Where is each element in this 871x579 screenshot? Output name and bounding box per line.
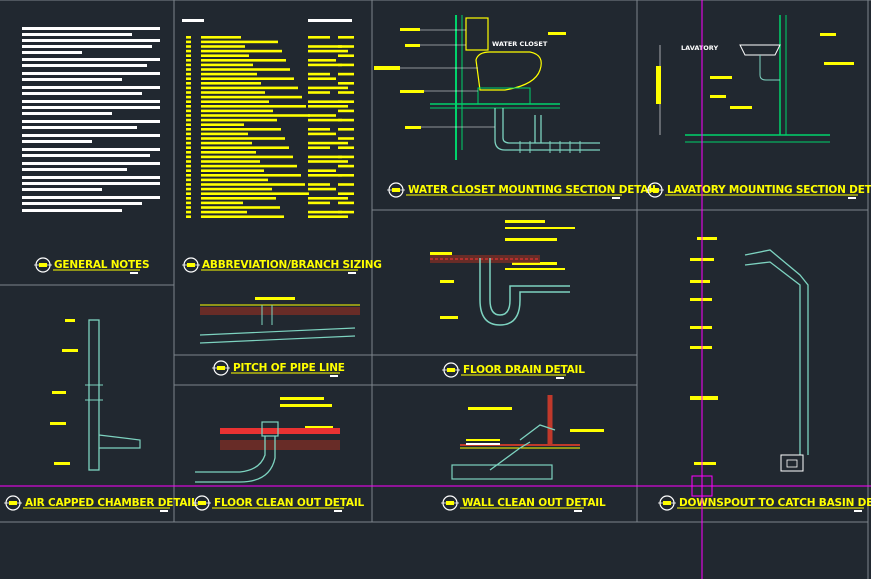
title-marker-general-notes [34, 257, 140, 274]
title-general-notes: GENERAL NOTES [54, 259, 149, 271]
title-marker-water-closet [387, 182, 622, 199]
title-floor-drain: FLOOR DRAIN DETAIL [463, 364, 585, 376]
title-marker-pitch [212, 360, 340, 377]
abbreviation-table [182, 19, 354, 218]
title-marker-floor-drain [442, 362, 566, 379]
title-marker-wall-clean [441, 495, 584, 512]
title-pitch-of-pipe: PITCH OF PIPE LINE [233, 362, 345, 374]
water-closet-tag: WATER CLOSET [492, 40, 548, 48]
water-closet-detail: WATER CLOSET [374, 15, 600, 160]
title-lavatory: LAVATORY MOUNTING SECTION DETAIL [667, 184, 871, 196]
wall-clean-out-detail [451, 395, 604, 480]
lavatory-detail: LAVATORY [656, 15, 854, 143]
title-abbreviation: ABBREVIATION/BRANCH SIZING [202, 259, 382, 271]
title-wall-clean-out: WALL CLEAN OUT DETAIL [462, 497, 606, 509]
title-downspout: DOWNSPOUT TO CATCH BASIN DETAIL [679, 497, 871, 509]
floor-clean-out-detail [195, 397, 340, 483]
floor-drain-detail [430, 220, 575, 326]
air-capped-chamber-detail [50, 319, 141, 471]
general-notes-text-block [22, 27, 160, 212]
pitch-of-pipe-detail [199, 297, 360, 344]
title-marker-downspout [658, 495, 864, 512]
title-floor-clean-out: FLOOR CLEAN OUT DETAIL [214, 497, 365, 509]
title-marker-abbreviation [182, 257, 358, 274]
title-marker-lavatory [646, 182, 858, 199]
title-water-closet: WATER CLOSET MOUNTING SECTION DETAIL [408, 184, 659, 196]
lavatory-tag: LAVATORY [681, 44, 718, 52]
title-air-capped: AIR CAPPED CHAMBER DETAIL [25, 497, 198, 509]
title-marker-air-capped [4, 495, 170, 512]
title-marker-floor-clean [193, 495, 344, 512]
